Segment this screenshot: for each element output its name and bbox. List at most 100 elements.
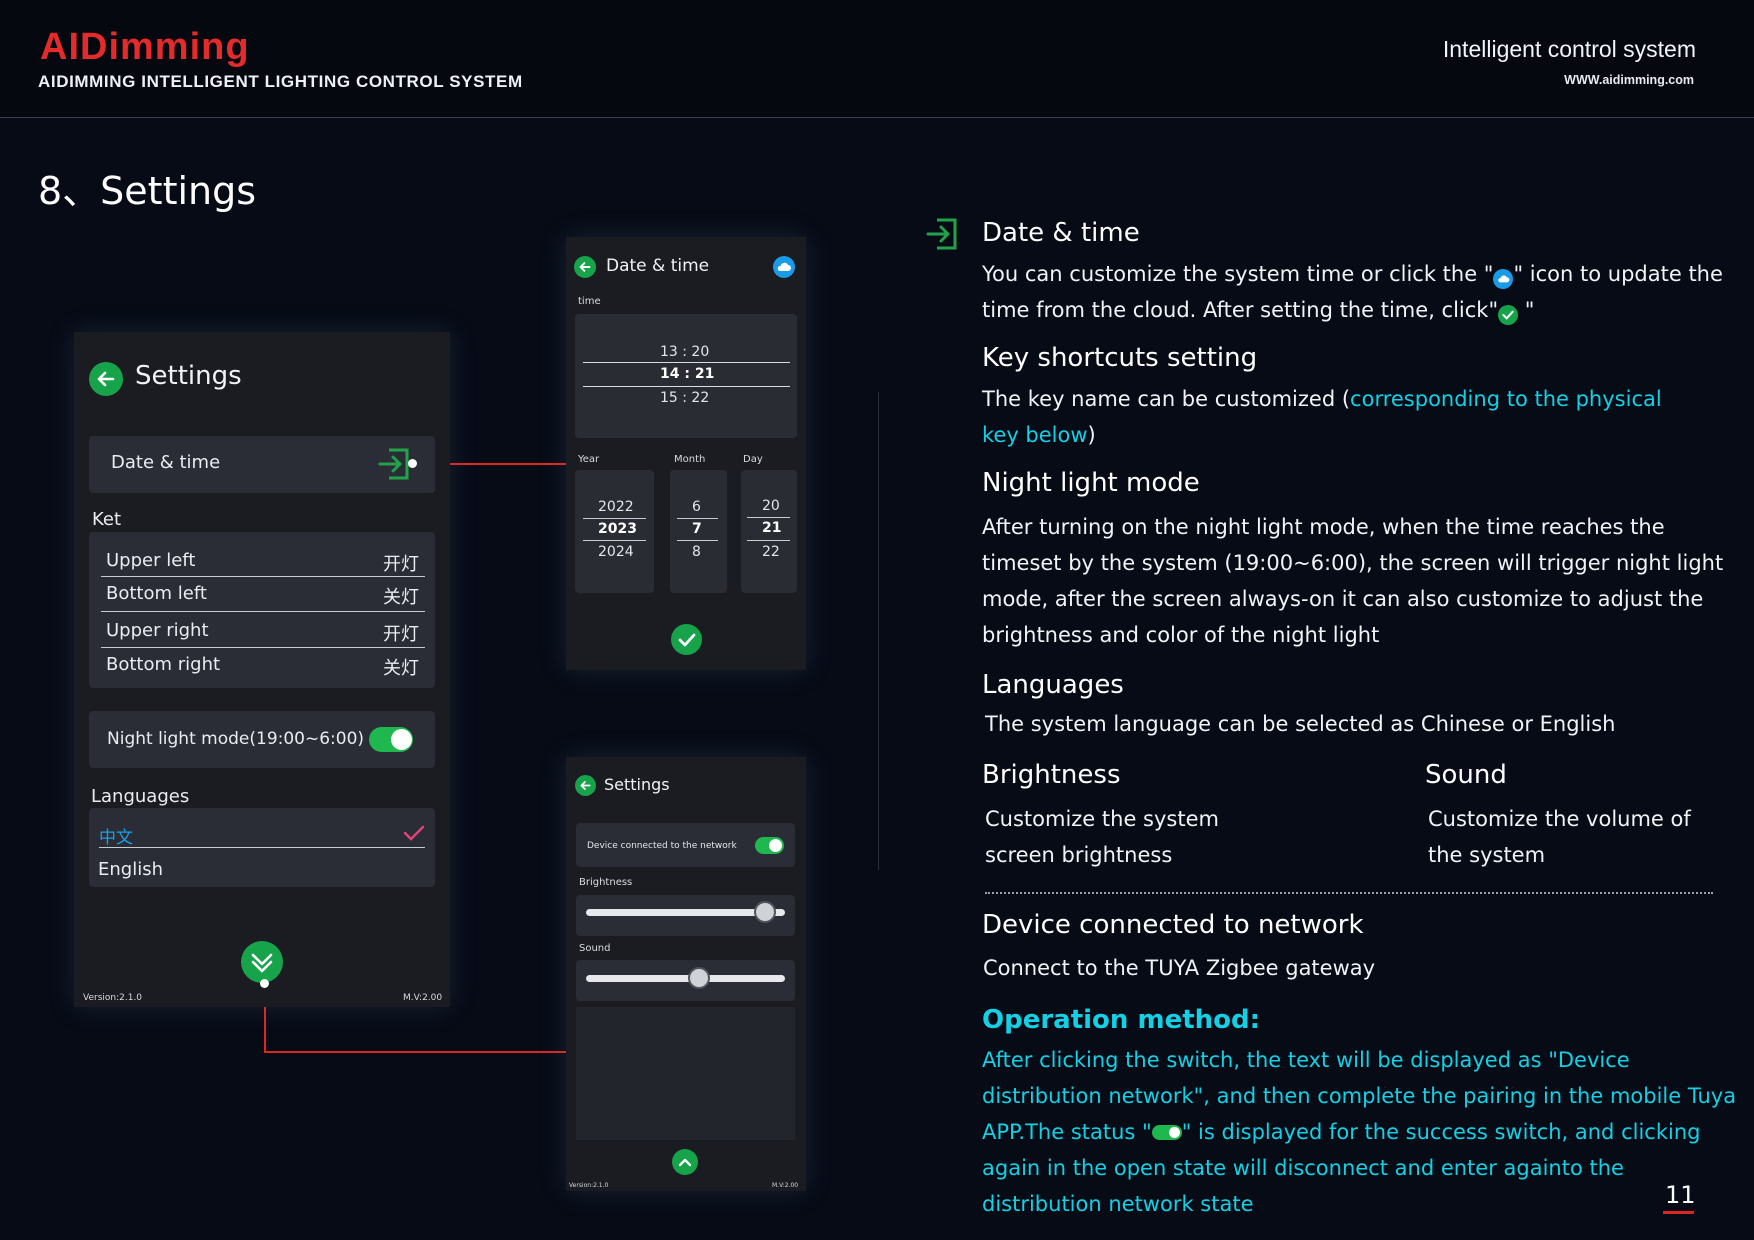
section-title-device: Device connected to network (982, 910, 1364, 940)
section-title-brightness: Brightness (982, 760, 1121, 790)
picker-line (583, 518, 646, 519)
key-value[interactable]: 关灯 (383, 658, 419, 679)
day-option[interactable]: 20 (762, 498, 780, 514)
page-number: 11 (1665, 1181, 1696, 1209)
day-option[interactable]: 22 (762, 544, 780, 560)
row-divider (101, 647, 425, 648)
key-value[interactable]: 开灯 (383, 554, 419, 575)
version-text: Version:2.1.0 (569, 1182, 609, 1189)
header-bar (0, 0, 1754, 118)
section-body-languages: The system language can be selected as C… (985, 712, 1616, 736)
page-number-underline (1663, 1211, 1694, 1214)
night-light-label: Night light mode(19:00~6:00) (107, 729, 365, 749)
key-name[interactable]: Bottom right (106, 654, 221, 675)
section-title-keys: Key shortcuts setting (982, 343, 1258, 373)
key-value[interactable]: 关灯 (383, 587, 419, 608)
month-label: Month (674, 454, 706, 465)
row-divider (101, 576, 425, 577)
confirm-button[interactable] (671, 624, 702, 655)
page-title: 8、Settings (38, 169, 257, 213)
settings2-title: Settings (604, 775, 670, 794)
section-title-night-light: Night light mode (982, 468, 1200, 498)
arrow-left-icon (97, 371, 115, 387)
header-title: Intelligent control system (1442, 36, 1696, 62)
header-url[interactable]: WWW.aidimming.com (1564, 73, 1694, 87)
connector-line (413, 463, 566, 465)
year-option-selected[interactable]: 2023 (598, 521, 637, 537)
body-text: The key name can be customized ( (982, 387, 1351, 411)
year-picker[interactable] (575, 470, 654, 593)
sound-slider-handle[interactable] (688, 967, 711, 989)
sound-slider[interactable] (586, 975, 785, 982)
year-option[interactable]: 2024 (598, 544, 634, 560)
section-title-operation: Operation method: (982, 1005, 1261, 1035)
picker-line (747, 540, 790, 541)
connector-dot (408, 459, 417, 468)
key-value[interactable]: 开灯 (383, 624, 419, 645)
section-body-night-light: After turning on the night light mode, w… (982, 515, 1724, 647)
year-option[interactable]: 2022 (598, 499, 634, 515)
enter-icon[interactable] (377, 447, 413, 481)
version-text: Version:2.1.0 (83, 993, 143, 1003)
key-name[interactable]: Upper left (106, 550, 196, 571)
back-button[interactable] (89, 362, 123, 396)
month-option[interactable]: 6 (692, 499, 701, 515)
brand-logo: AIDimming (40, 26, 250, 68)
row-divider (101, 611, 425, 612)
body-text: After clicking the switch, the text will… (982, 1048, 1737, 1144)
section-body-sound: Customize the volume of the system (1428, 807, 1691, 867)
brand-subtitle: AIDIMMING INTELLIGENT LIGHTING CONTROL S… (38, 72, 523, 91)
body-text: You can customize the system time or cli… (982, 262, 1494, 286)
mv-text: M.V:2.00 (772, 1182, 799, 1189)
month-option[interactable]: 8 (692, 544, 701, 560)
arrow-left-icon (580, 781, 591, 790)
month-option-selected[interactable]: 7 (692, 521, 702, 537)
network-toggle[interactable] (755, 837, 784, 854)
night-light-toggle[interactable] (369, 727, 413, 752)
time-option-selected[interactable]: 14 : 21 (660, 366, 715, 382)
connector-line (264, 1051, 566, 1053)
section-body-device: Connect to the TUYA Zigbee gateway (983, 956, 1376, 980)
month-picker[interactable] (670, 470, 727, 593)
checkmark-icon (403, 825, 425, 841)
time-picker[interactable] (575, 314, 797, 438)
time-option[interactable]: 15 : 22 (660, 390, 710, 406)
date-time-row[interactable] (89, 436, 435, 493)
sound-label: Sound (579, 943, 611, 954)
key-name[interactable]: Bottom left (106, 583, 207, 604)
arrow-left-icon (579, 262, 591, 272)
section-body-keys: The key name can be customized (correspo… (982, 381, 1682, 453)
body-text: ) (1087, 423, 1096, 447)
body-text: " is displayed for the success switch, a… (982, 1120, 1701, 1216)
language-option-english[interactable]: English (98, 859, 163, 880)
section-body-brightness: Customize the system screen brightness (985, 807, 1219, 867)
date-time-label: Date & time (111, 452, 221, 473)
language-option-chinese[interactable]: 中文 (99, 828, 133, 848)
highlight-text: corresponding to the physical key below (982, 387, 1662, 447)
picker-line (677, 540, 718, 541)
back-button[interactable] (575, 775, 596, 796)
key-name[interactable]: Upper right (106, 620, 209, 641)
brightness-slider[interactable] (586, 909, 785, 916)
collapse-button[interactable] (241, 941, 283, 983)
key-section-label: Ket (92, 509, 122, 530)
dotted-divider (985, 892, 1713, 894)
brightness-label: Brightness (579, 877, 633, 888)
expand-button[interactable] (672, 1149, 698, 1175)
back-button[interactable] (574, 256, 596, 278)
connector-dot (260, 979, 269, 988)
body-text: " (1518, 298, 1535, 322)
settings-title: Settings (135, 361, 242, 391)
day-picker[interactable] (741, 470, 797, 593)
picker-line (583, 362, 790, 363)
cloud-sync-icon[interactable] (773, 256, 795, 278)
brightness-slider-handle[interactable] (754, 901, 777, 923)
day-option-selected[interactable]: 21 (762, 520, 782, 536)
time-label: time (578, 296, 601, 307)
row-divider (99, 847, 425, 848)
day-label: Day (743, 454, 763, 465)
enter-icon (926, 218, 957, 250)
time-option[interactable]: 13 : 20 (660, 344, 710, 360)
section-body-datetime: You can customize the system time or cli… (982, 256, 1742, 328)
datetime-title: Date & time (606, 256, 710, 276)
